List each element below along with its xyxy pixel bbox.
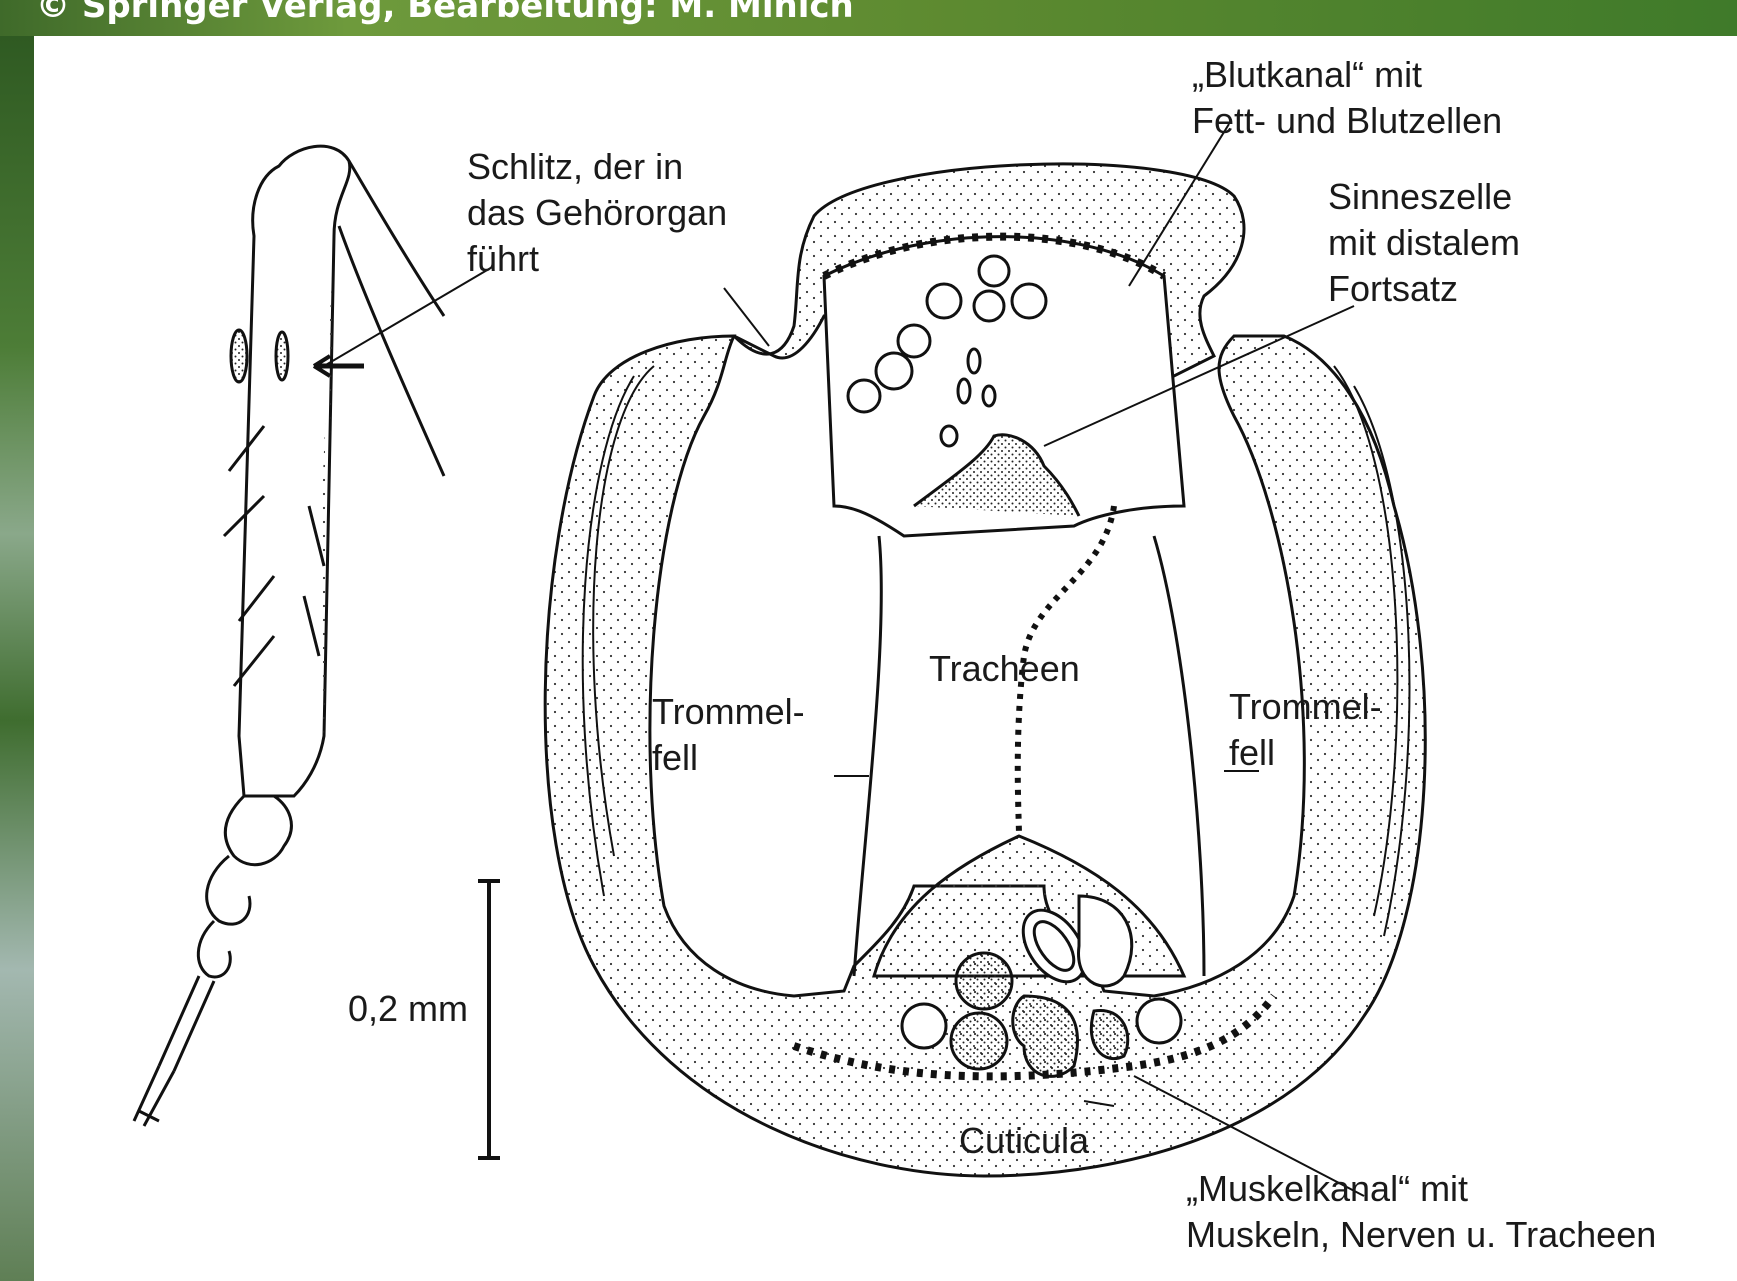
label-tracheen: Tracheen — [929, 646, 1080, 692]
label-trommelfell-right: Trommel-fell — [1229, 684, 1382, 776]
copyright-notice: © Springer Verlag, Bearbeitung: M. Minic… — [36, 0, 854, 26]
scale-label: 0,2 mm — [348, 986, 468, 1032]
scale-bar — [478, 881, 500, 1158]
background-foliage — [0, 36, 34, 1281]
label-trommelfell-left: Trommel-fell — [652, 689, 805, 781]
label-cuticula: Cuticula — [959, 1118, 1089, 1164]
leg-drawing — [134, 146, 444, 1126]
